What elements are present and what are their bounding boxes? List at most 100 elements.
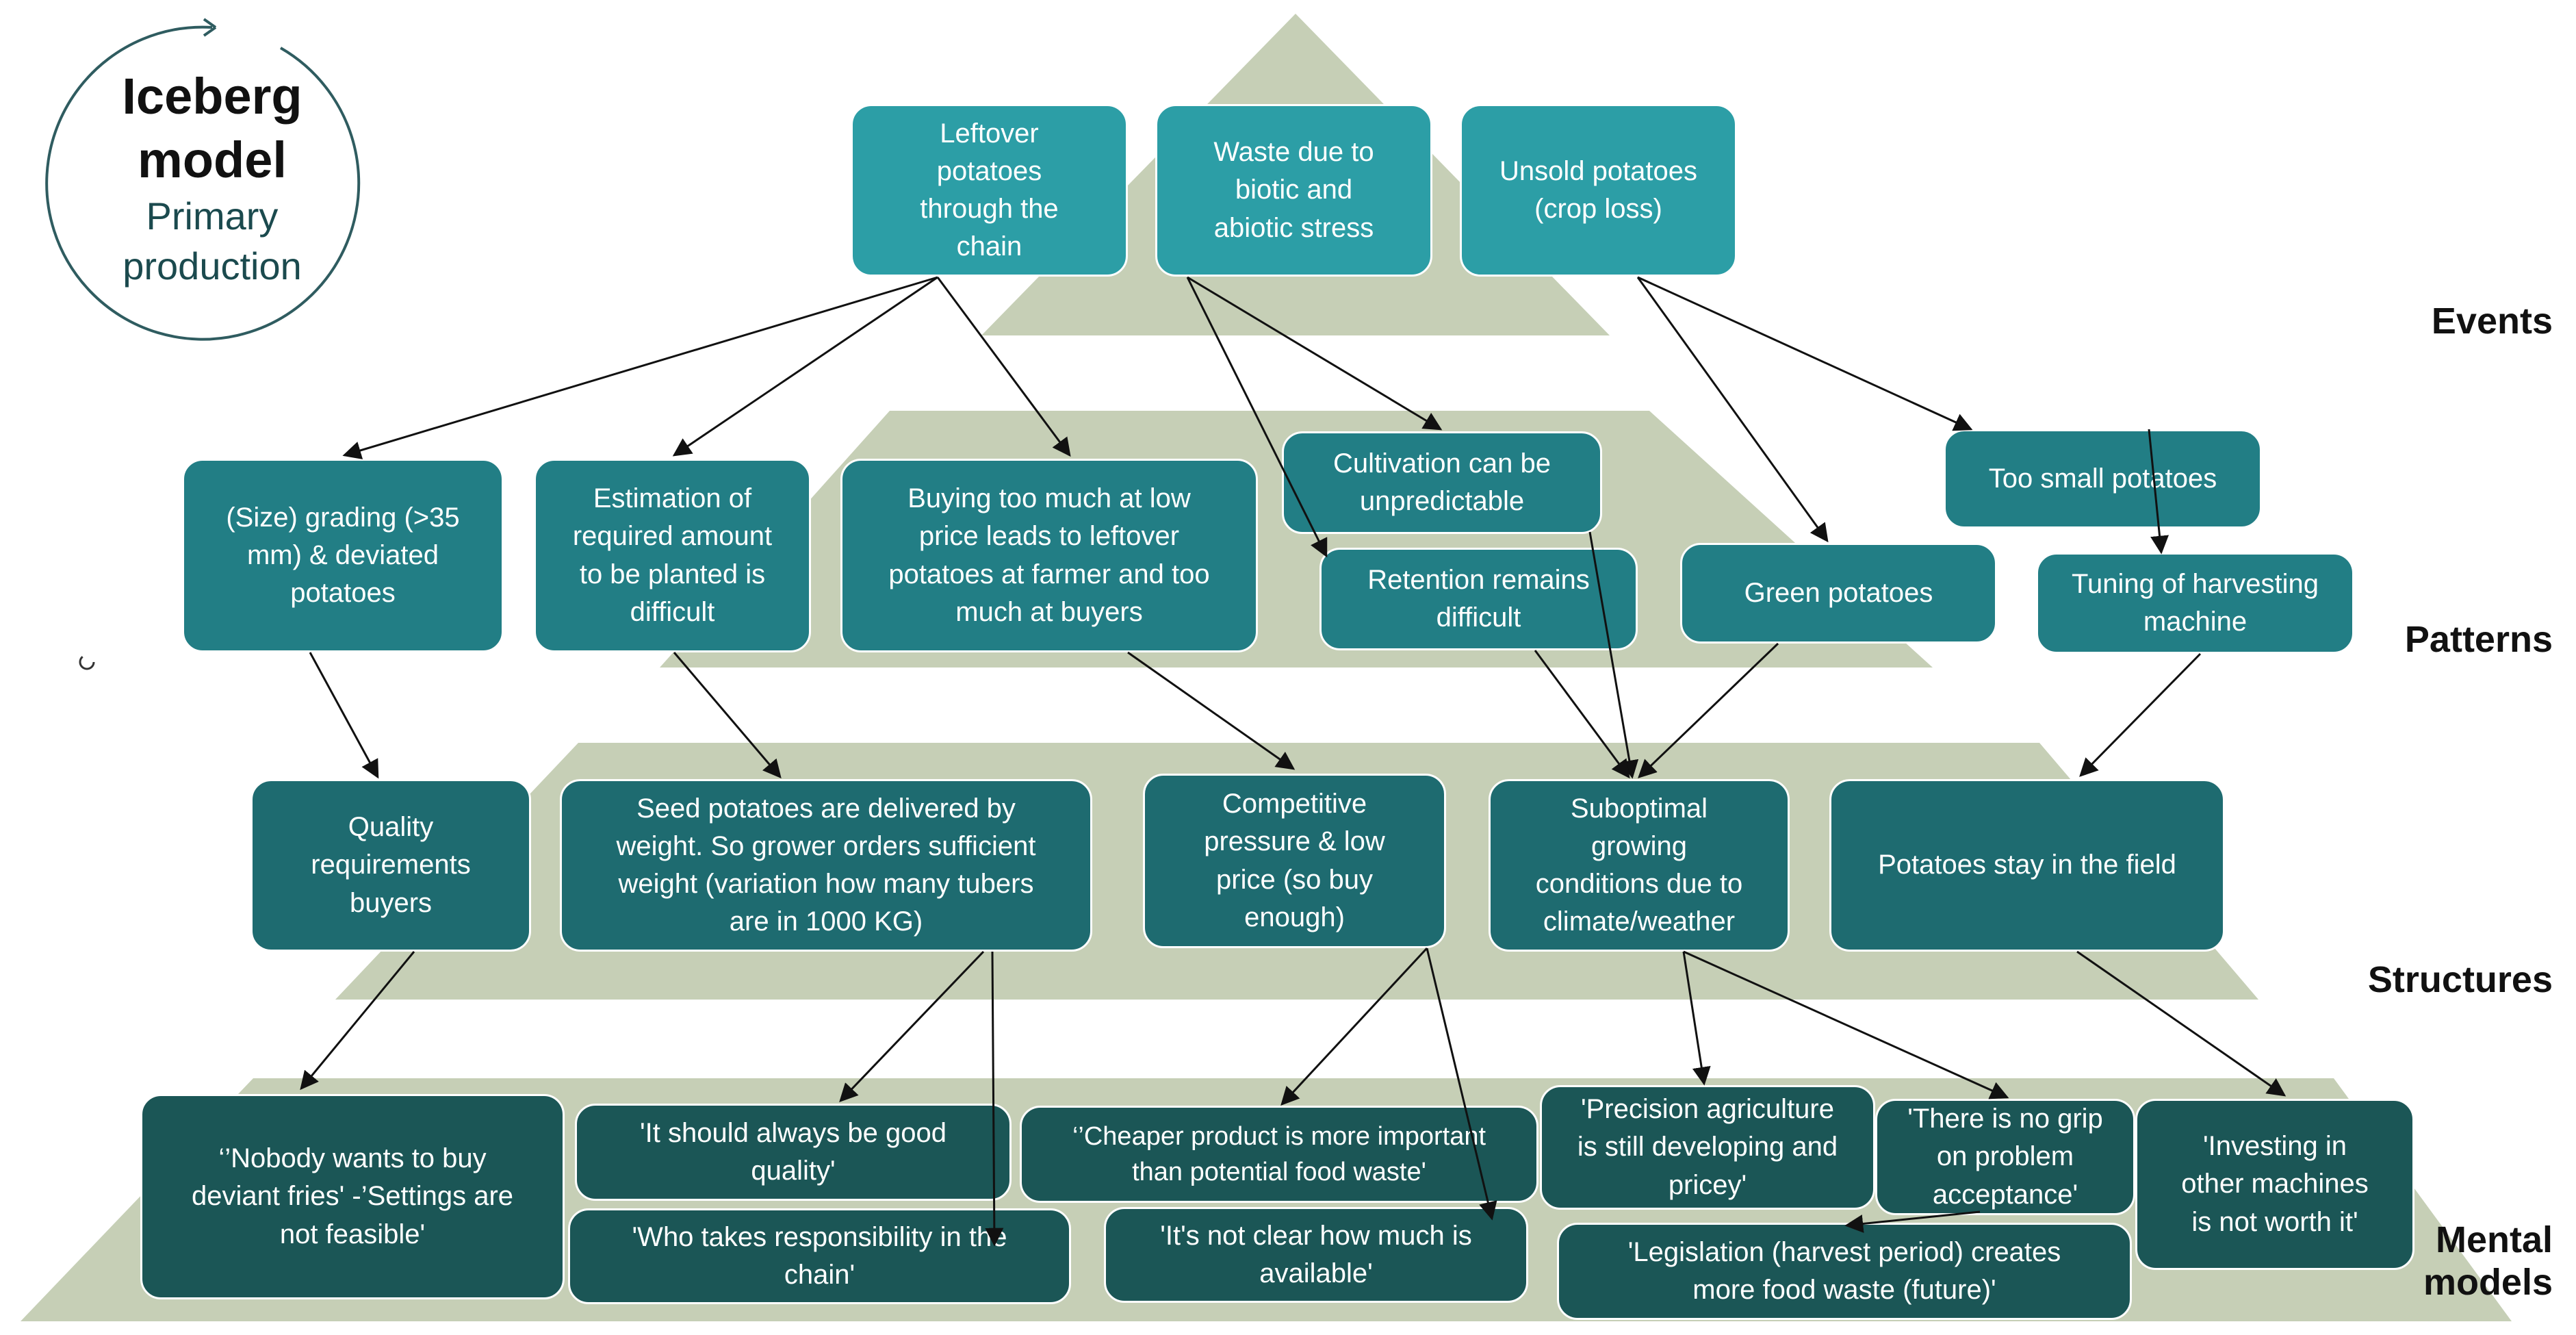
structure-text: Potatoes stay in the field — [1878, 846, 2176, 884]
box-text-line: Buying too much at low — [907, 483, 1191, 514]
pattern-text: Tuning of harvesting machine — [2072, 565, 2319, 641]
box-text-line: on problem — [1936, 1141, 2074, 1172]
mental-model-text: 'Investing in other machines is not wort… — [2181, 1128, 2368, 1241]
box-text-line: required amount — [572, 521, 773, 552]
box-text-line: Green potatoes — [1744, 577, 1933, 608]
arrow — [342, 276, 938, 459]
box-text-line: price leads to leftover — [918, 521, 1180, 552]
box-text-line: 'Investing in — [2203, 1131, 2347, 1162]
event-box: Waste due to biotic and abiotic stress — [1155, 104, 1432, 277]
arrow — [309, 652, 379, 779]
box-text-line: potatoes — [290, 578, 396, 609]
pattern-text: (Size) grading (>35 mm) & deviated potat… — [226, 499, 459, 613]
mental-model-text: 'Legislation (harvest period) creates mo… — [1628, 1234, 2061, 1309]
mental-model-box: 'Legislation (harvest period) creates mo… — [1557, 1223, 2132, 1320]
pattern-box: Buying too much at low price leads to le… — [840, 459, 1258, 652]
pattern-box: (Size) grading (>35 mm) & deviated potat… — [182, 459, 504, 652]
structure-box: Seed potatoes are delivered by weight. S… — [560, 779, 1092, 952]
box-text-line: Seed potatoes are delivered by — [636, 793, 1016, 824]
structure-box: Quality requirements buyers — [250, 779, 531, 952]
pattern-text: Cultivation can be unpredictable — [1333, 445, 1551, 520]
box-text-line: conditions due to — [1535, 869, 1743, 899]
arrow — [2148, 429, 2169, 555]
structure-box: Potatoes stay in the field — [1829, 779, 2225, 952]
arrow — [1534, 650, 1630, 779]
box-text-line: Unsold potatoes — [1499, 155, 1698, 186]
box-text-line: is still developing and — [1577, 1132, 1838, 1162]
logo-title-line: Iceberg — [122, 68, 302, 125]
pattern-text: Estimation of required amount to be plan… — [573, 480, 772, 631]
box-text-line: 'There is no grip — [1907, 1104, 2103, 1134]
structure-box: Competitive pressure & low price (so buy… — [1143, 774, 1446, 948]
box-text-line: ‘’Cheaper product is more important — [1072, 1121, 1486, 1151]
pattern-text: Retention remains difficult — [1367, 561, 1590, 637]
mental-model-box: 'It's not clear how much is available' — [1104, 1207, 1528, 1303]
box-text-line: Competitive — [1222, 789, 1367, 819]
arrow — [1844, 1210, 1981, 1233]
arrow — [1682, 951, 1711, 1086]
box-text-line: more food waste (future)' — [1692, 1275, 1996, 1305]
mental-model-box: 'Precision agriculture is still developi… — [1540, 1085, 1875, 1210]
event-box: Unsold potatoes (crop loss) — [1460, 104, 1737, 277]
box-text-line: chain' — [784, 1260, 855, 1290]
box-text-line: weight. So grower orders sufficient — [616, 830, 1036, 861]
pattern-box: Too small potatoes — [1944, 429, 2262, 529]
box-text-line: enough) — [1244, 902, 1345, 932]
box-text-line: Retention remains — [1367, 564, 1590, 595]
box-text-line: ‘’Nobody wants to buy — [218, 1143, 487, 1174]
mental-model-box: 'It should always be good quality' — [575, 1104, 1012, 1201]
box-text-line: machine — [2143, 607, 2247, 637]
box-text-line: abiotic stress — [1213, 212, 1374, 243]
box-text-line: unpredictable — [1359, 486, 1525, 516]
arrow — [1426, 948, 1497, 1221]
box-text-line: acceptance' — [1932, 1179, 2078, 1210]
event-text: Waste due to biotic and abiotic stress — [1213, 134, 1374, 247]
box-text-line: difficult — [1436, 602, 1521, 633]
arrow — [985, 951, 1004, 1247]
pattern-box: Cultivation can be unpredictable — [1282, 431, 1602, 534]
box-text-line: 'Precision agriculture — [1580, 1094, 1834, 1125]
arrow — [1280, 947, 1428, 1106]
arrow — [1638, 642, 1779, 778]
box-text-line: climate/weather — [1543, 906, 1736, 937]
logo-title-line: model — [138, 131, 287, 188]
arrow — [1588, 531, 1639, 779]
box-text-line: Too small potatoes — [1988, 463, 2217, 494]
arrow — [672, 276, 938, 457]
mental-model-text: 'It should always be good quality' — [640, 1115, 946, 1190]
level-label-patterns: Patterns — [2404, 619, 2553, 660]
arrow — [1683, 950, 2009, 1099]
pattern-box: Estimation of required amount to be plan… — [534, 459, 811, 652]
level-label-structures: Structures — [2367, 959, 2553, 1000]
logo-title: Iceberg model — [68, 65, 356, 192]
mental-model-box: ‘’Nobody wants to buy deviant fries' -’S… — [140, 1094, 565, 1299]
logo-subtitle-line: production — [123, 244, 302, 288]
mental-model-text: ‘’Cheaper product is more important than… — [1072, 1119, 1486, 1191]
box-text-line: quality' — [751, 1156, 836, 1186]
pattern-text: Green potatoes — [1744, 574, 1933, 612]
box-text-line: (crop loss) — [1534, 194, 1662, 224]
logo-subtitle: Primary production — [68, 192, 356, 292]
structure-box: Suboptimal growing conditions due to cli… — [1489, 779, 1790, 952]
box-text-line: growing — [1590, 830, 1688, 861]
arrow — [936, 277, 1071, 457]
arrow — [1637, 276, 1973, 431]
box-text-line: chain — [956, 231, 1022, 262]
box-text-line: not feasible' — [279, 1219, 426, 1249]
arrow — [300, 951, 415, 1091]
pattern-box: Retention remains difficult — [1319, 548, 1638, 650]
structure-text: Seed potatoes are delivered by weight. S… — [617, 790, 1036, 941]
arrow — [1636, 277, 1829, 543]
box-text-line: 'Who takes responsibility in the — [632, 1221, 1007, 1252]
loading-cursor-icon — [79, 654, 95, 670]
box-text-line: (Size) grading (>35 — [226, 502, 460, 533]
mental-model-text: 'Precision agriculture is still developi… — [1577, 1091, 1838, 1204]
box-text-line: pressure & low — [1204, 826, 1385, 857]
event-text: Leftover potatoes through the chain — [920, 115, 1058, 266]
box-text-line: potatoes at farmer and too — [888, 559, 1210, 589]
box-text-line: available' — [1259, 1258, 1373, 1288]
box-text-line: than potential food waste' — [1132, 1158, 1426, 1186]
structure-text: Quality requirements buyers — [311, 809, 470, 922]
pattern-box: Tuning of harvesting machine — [2036, 552, 2354, 654]
arrow — [1127, 651, 1296, 770]
